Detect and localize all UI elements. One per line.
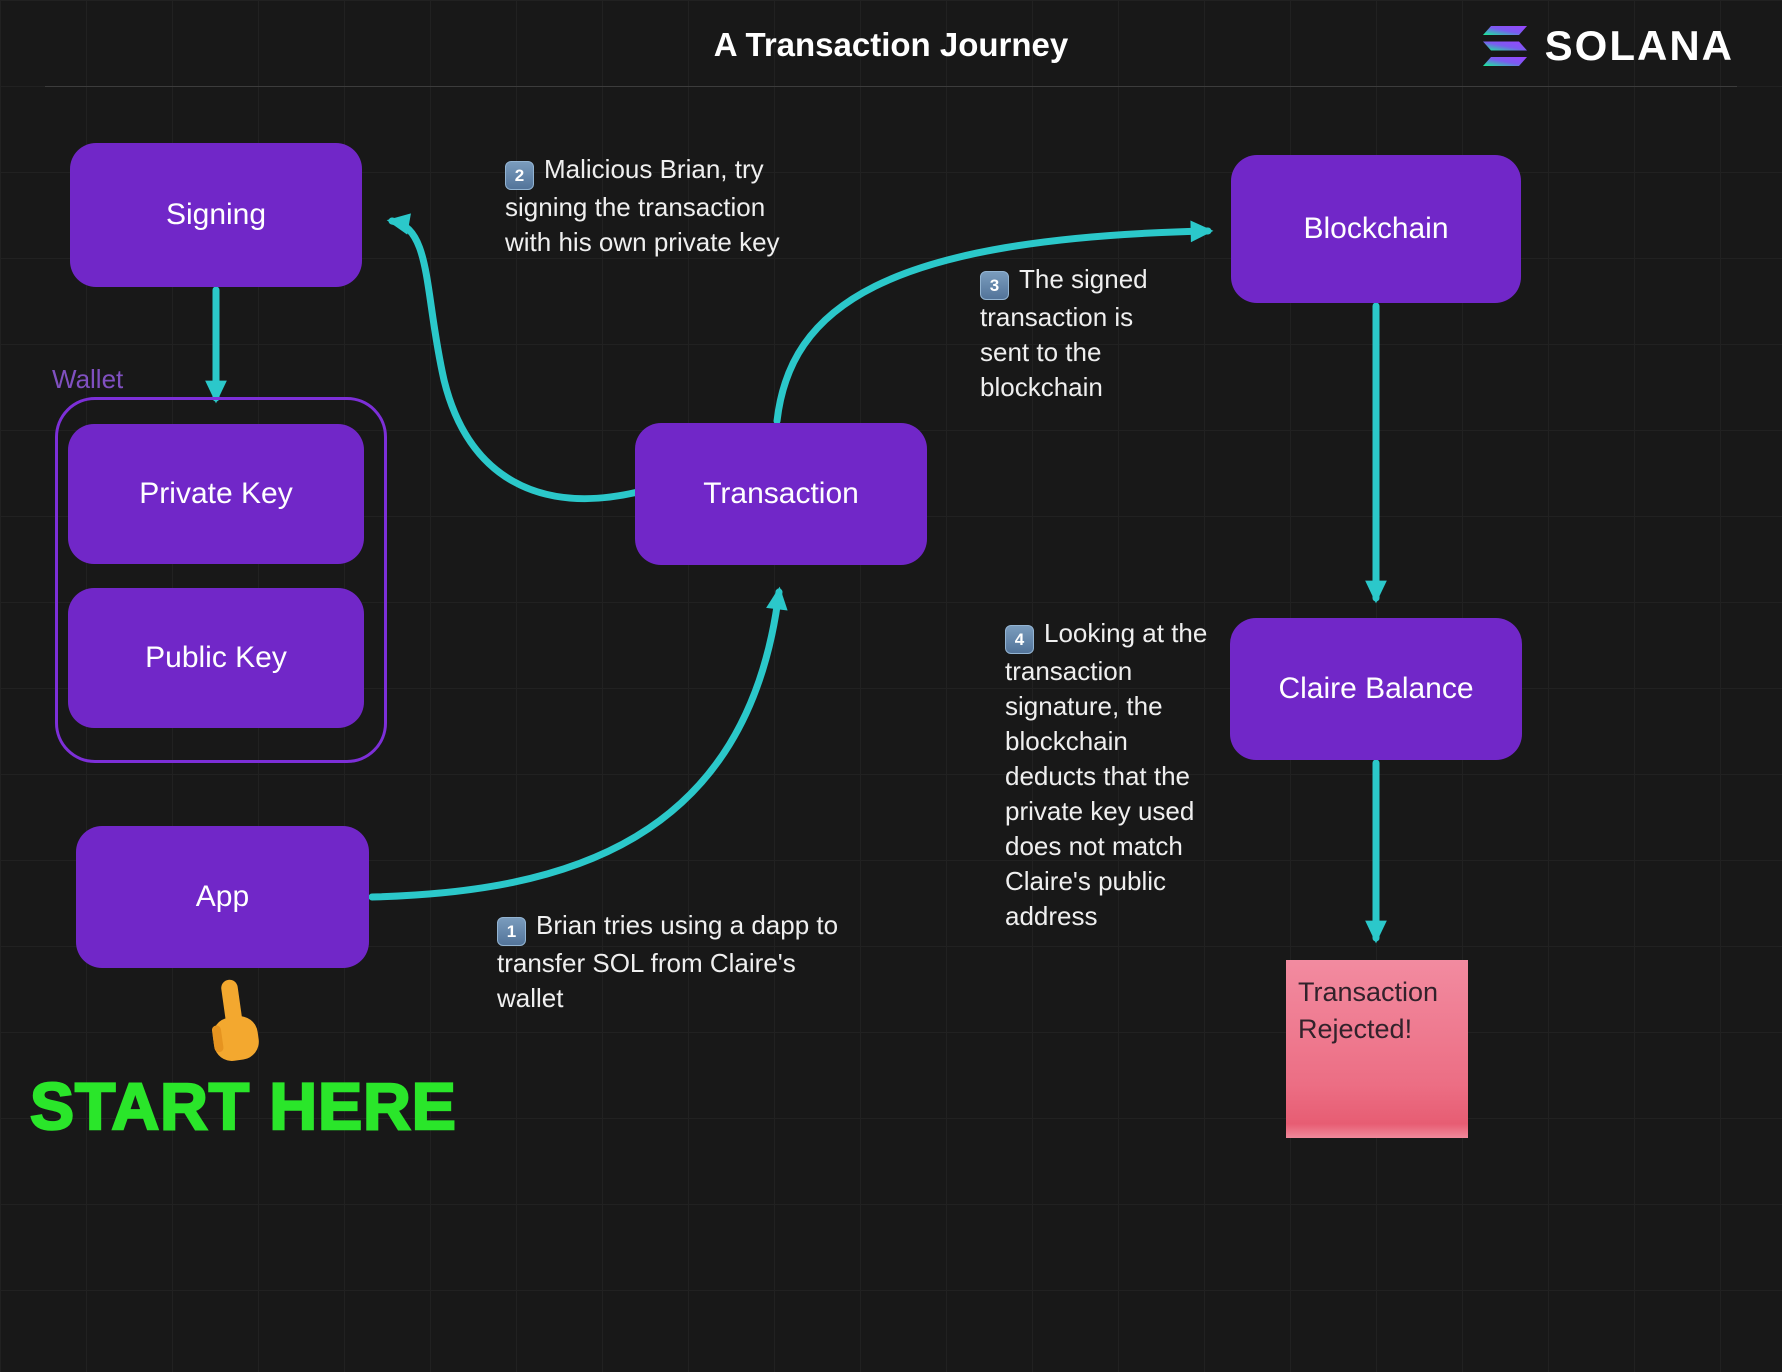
- arrow-transaction-to-signing: [386, 213, 642, 503]
- step-3-keycap-icon: 3: [980, 271, 1009, 300]
- step-1-keycap-icon: 1: [497, 917, 526, 946]
- header-divider: [45, 86, 1737, 87]
- page-title: A Transaction Journey: [713, 26, 1069, 63]
- step-3-text: The signed transaction is sent to the bl…: [980, 264, 1148, 402]
- wallet-group-label: Wallet: [52, 364, 124, 394]
- node-transaction: Transaction: [635, 423, 927, 565]
- node-transaction-label: Transaction: [703, 477, 859, 510]
- solana-logo: SOLANA: [1479, 22, 1734, 70]
- arrow-app-to-transaction: [368, 586, 788, 901]
- node-blockchain: Blockchain: [1231, 155, 1521, 303]
- node-claire-balance-label: Claire Balance: [1278, 672, 1474, 705]
- arrow-transaction-to-blockchain: [773, 220, 1214, 425]
- node-claire-balance: Claire Balance: [1230, 618, 1522, 760]
- node-public-key-label: Public Key: [145, 641, 287, 674]
- node-signing-label: Signing: [165, 198, 267, 231]
- step-1-text: Brian tries using a dapp to transfer SOL…: [497, 910, 839, 1013]
- node-blockchain-label: Blockchain: [1303, 212, 1449, 245]
- node-app-label: App: [195, 880, 250, 913]
- pointing-up-hand-icon: [196, 974, 273, 1077]
- solana-logo-icon: [1482, 26, 1527, 66]
- node-public-key: Public Key: [68, 588, 364, 728]
- node-app: App: [76, 826, 369, 968]
- step-4-text: Looking at the transaction signature, th…: [1005, 618, 1208, 931]
- node-signing: Signing: [70, 143, 362, 287]
- rejected-sticky-note: Transaction Rejected!: [1286, 960, 1468, 1138]
- node-private-key: Private Key: [68, 424, 364, 564]
- node-private-key-label: Private Key: [139, 477, 293, 510]
- rejected-note-label: Transaction Rejected!: [1298, 977, 1439, 1044]
- wallet-group-outline: [55, 397, 387, 763]
- step-2-text: Malicious Brian, try signing the transac…: [505, 154, 780, 257]
- step-4-keycap-icon: 4: [1005, 625, 1034, 654]
- brand-wordmark: SOLANA: [1544, 22, 1734, 69]
- step-2-keycap-icon: 2: [505, 161, 534, 190]
- start-here-label: START HERE: [29, 1068, 457, 1145]
